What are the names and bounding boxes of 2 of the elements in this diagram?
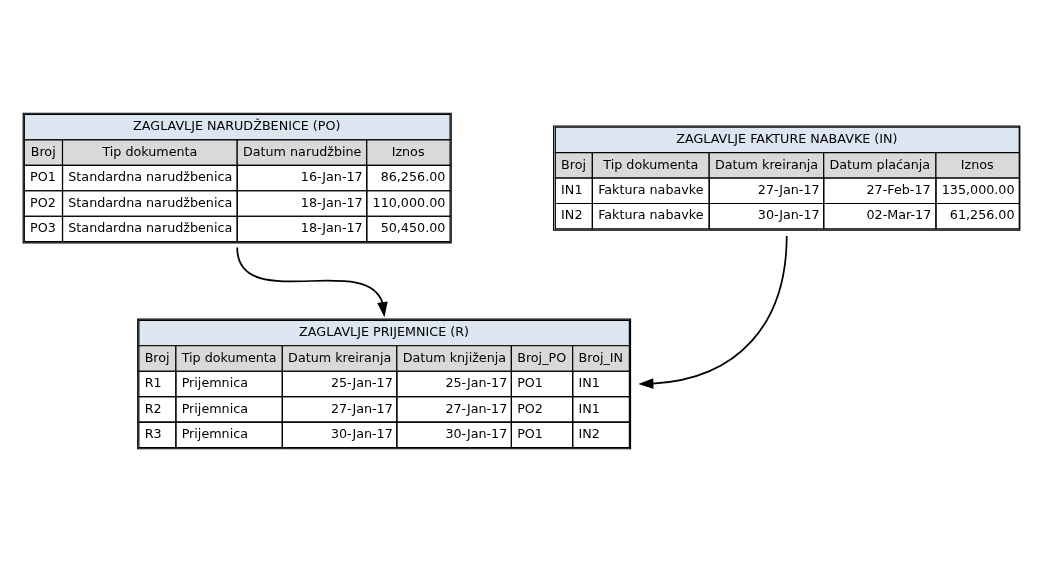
arrow bbox=[236, 246, 388, 318]
arrow bbox=[638, 235, 788, 389]
